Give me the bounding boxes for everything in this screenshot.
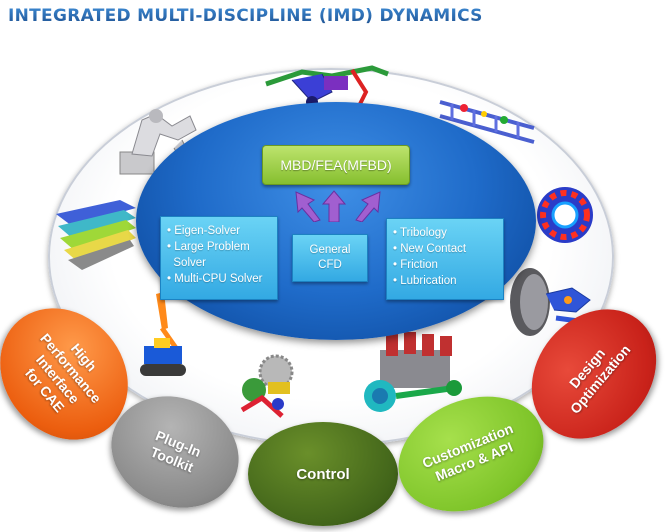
ladder-frame-icon — [439, 100, 535, 144]
engine-icon — [364, 332, 462, 412]
list-item: Solver — [173, 257, 206, 269]
list-item: • Friction — [393, 259, 438, 271]
gear-train-icon — [240, 354, 294, 418]
cfd-label-line2: CFD — [318, 259, 342, 271]
arrow-left-up-icon — [295, 191, 321, 222]
solver-panel: • Eigen-Solver • Large Problem Solver • … — [160, 216, 278, 300]
blade-stack-icon — [56, 200, 136, 270]
cfd-label-line1: General — [309, 244, 351, 256]
excavator-icon — [140, 292, 186, 376]
list-item: • Tribology — [393, 227, 447, 239]
page-title: INTEGRATED MULTI-DISCIPLINE (IMD) DYNAMI… — [8, 6, 483, 26]
feature-control: Control — [248, 422, 398, 526]
list-item: • New Contact — [393, 243, 467, 255]
list-item: • Lubrication — [393, 275, 457, 287]
list-item: • Multi-CPU Solver — [167, 273, 263, 285]
list-item: • Eigen-Solver — [167, 225, 241, 237]
arrow-up-icon — [322, 190, 346, 222]
list-item: • Large Problem — [167, 241, 250, 253]
arrow-right-up-icon — [355, 191, 381, 222]
tribology-panel: • Tribology • New Contact • Friction • L… — [386, 218, 504, 300]
mfbd-box: MBD/FEA(MFBD) — [262, 145, 410, 185]
cfd-panel: General CFD — [292, 234, 368, 282]
bearing-icon — [537, 187, 593, 243]
